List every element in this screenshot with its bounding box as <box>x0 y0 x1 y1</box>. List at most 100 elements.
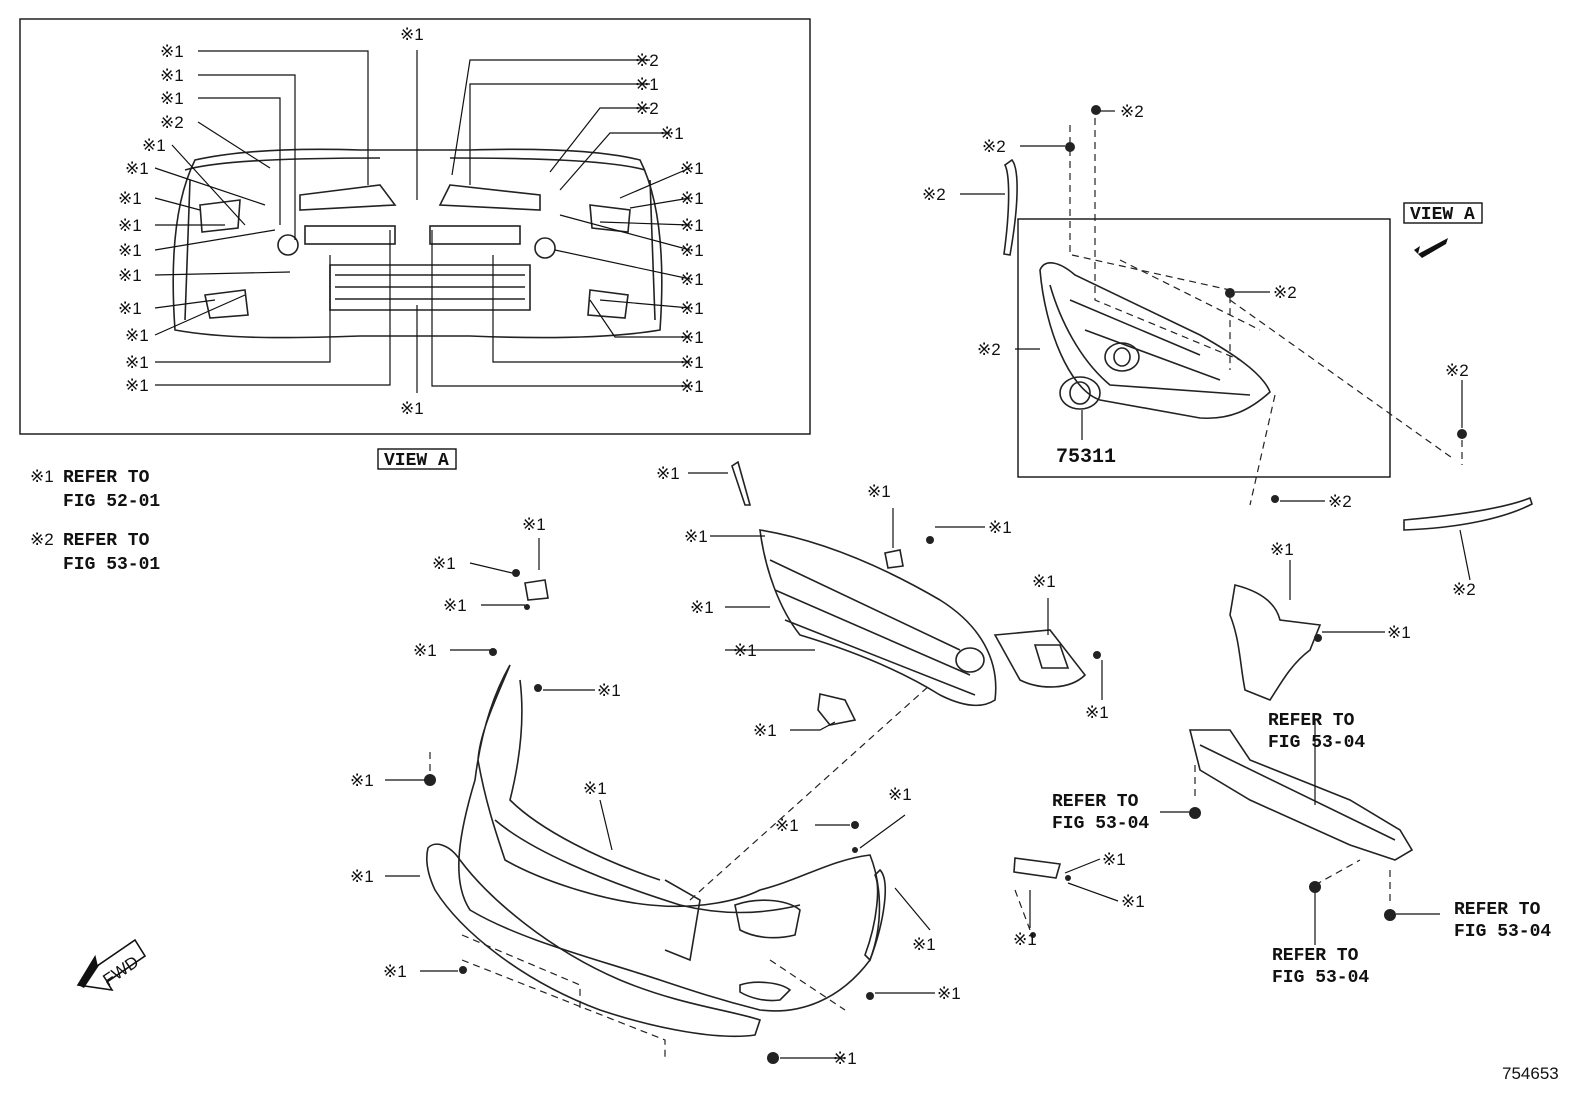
callout-label: ※1 <box>522 515 546 534</box>
inset-label: ※1 <box>680 299 704 318</box>
callout-label: ※1 <box>350 771 374 790</box>
inset-label: ※2 <box>160 113 184 132</box>
bumper-lower-spoiler <box>426 843 762 1038</box>
svg-text:REFER TO: REFER TO <box>1272 946 1359 966</box>
inset-label: ※1 <box>118 241 142 260</box>
view-a-label: VIEW A <box>384 451 449 471</box>
callout-label: ※1 <box>867 482 891 501</box>
callout-label: ※2 <box>1328 492 1352 511</box>
callout-label: ※1 <box>1387 623 1411 642</box>
bumper-labels: ※1 ※1 ※1 ※1 ※1 ※1 ※1 ※1 ※1 ※1 ※1 ※1 ※1 ※… <box>350 464 1411 1068</box>
callout-label: ※1 <box>690 598 714 617</box>
inset-label: ※1 <box>680 353 704 372</box>
callout-label: ※2 <box>1120 102 1144 121</box>
clip <box>1457 429 1467 439</box>
callout-label: ※1 <box>1121 892 1145 911</box>
main-leaders <box>385 472 1440 1059</box>
callout-label: ※1 <box>1102 850 1126 869</box>
callout-label: ※1 <box>912 935 936 954</box>
inset-label: ※1 <box>118 216 142 235</box>
refer-fig-53-04-a: REFER TO FIG 53-04 <box>1268 711 1365 753</box>
legend: ※1 REFER TO FIG 52-01 ※2 REFER TO FIG 53… <box>30 467 160 575</box>
legend-note-1-line-1: REFER TO <box>63 468 150 488</box>
inset-label: ※1 <box>400 25 424 44</box>
callout-label: ※2 <box>1452 580 1476 599</box>
inset-label: ※1 <box>118 189 142 208</box>
grille-dashed <box>1069 118 1463 506</box>
callout-label: ※1 <box>1085 703 1109 722</box>
inset-label: ※2 <box>635 99 659 118</box>
callout-label: ※1 <box>413 641 437 660</box>
callout-label: ※1 <box>597 681 621 700</box>
inset-label: ※1 <box>680 189 704 208</box>
callout-label: ※1 <box>937 984 961 1003</box>
inset-label: ※2 <box>635 51 659 70</box>
refer-fig-53-04-d: REFER TO FIG 53-04 <box>1272 946 1369 988</box>
clip <box>1271 495 1279 503</box>
inset-label: ※1 <box>680 270 704 289</box>
callout-label: ※1 <box>350 867 374 886</box>
inset-label: ※1 <box>160 89 184 108</box>
refer-fig-53-04-b: REFER TO FIG 53-04 <box>1052 792 1149 834</box>
callout-label: ※1 <box>432 554 456 573</box>
callout-label: ※1 <box>1270 540 1294 559</box>
callout-label: ※1 <box>583 779 607 798</box>
inset-bumper-drawing <box>172 148 663 339</box>
svg-text:FIG 53-04: FIG 53-04 <box>1454 922 1551 942</box>
inset-label: ※1 <box>118 299 142 318</box>
inset-label: ※1 <box>142 136 166 155</box>
inset-label: ※1 <box>680 159 704 178</box>
callout-label: ※1 <box>656 464 680 483</box>
inset-label: ※1 <box>160 66 184 85</box>
svg-text:FIG 53-04: FIG 53-04 <box>1268 733 1365 753</box>
callout-label: ※1 <box>383 962 407 981</box>
main-fasteners <box>424 536 1396 1064</box>
legend-mark-2: ※2 <box>30 530 54 549</box>
small-parts <box>524 460 1062 879</box>
legend-note-2-line-1: REFER TO <box>63 531 150 551</box>
callout-label: ※1 <box>988 518 1012 537</box>
legend-note-1-line-2: FIG 52-01 <box>63 492 160 512</box>
callout-label: ※2 <box>982 137 1006 156</box>
clip <box>1091 105 1101 115</box>
inset-label: ※1 <box>125 353 149 372</box>
part-number: 75311 <box>1056 446 1116 469</box>
clip <box>1065 142 1075 152</box>
callout-label: ※2 <box>922 185 946 204</box>
inset-right-labels: ※2 ※1 ※2 ※1 ※1 ※1 ※1 ※1 ※1 ※1 ※1 ※1 ※1 <box>635 51 704 396</box>
inset-label: ※1 <box>660 124 684 143</box>
view-a-tag-main: VIEW A <box>1403 202 1483 258</box>
inset-label: ※1 <box>160 42 184 61</box>
main-dashed <box>429 684 1391 1060</box>
legend-note-2-line-2: FIG 53-01 <box>63 555 160 575</box>
callout-label: ※1 <box>443 596 467 615</box>
svg-text:REFER TO: REFER TO <box>1268 711 1355 731</box>
callout-label: ※2 <box>977 340 1001 359</box>
view-a-tag-inset: VIEW A <box>377 448 457 471</box>
inset-label: ※1 <box>400 399 424 418</box>
inset-left-labels: ※1 ※1 ※1 ※2 ※1 ※1 ※1 ※1 ※1 ※1 ※1 ※1 ※1 ※… <box>118 25 424 418</box>
clip <box>1225 288 1235 298</box>
inset-label: ※1 <box>635 75 659 94</box>
inset-leaders <box>154 50 691 393</box>
svg-text:FIG 53-04: FIG 53-04 <box>1052 814 1149 834</box>
callout-label: ※1 <box>1032 572 1056 591</box>
grille-molding-upper <box>1003 158 1018 256</box>
svg-text:REFER TO: REFER TO <box>1454 900 1541 920</box>
refer-fig-53-04-c: REFER TO FIG 53-04 <box>1454 900 1551 942</box>
callout-label: ※1 <box>833 1049 857 1068</box>
inset-label: ※1 <box>680 216 704 235</box>
grille-leaders <box>960 110 1471 581</box>
inset-label: ※1 <box>680 377 704 396</box>
legend-mark-1: ※1 <box>30 467 54 486</box>
callout-label: ※2 <box>1445 361 1469 380</box>
grille-labels: ※2 ※2 ※2 ※2 ※2 ※2 ※2 ※2 <box>922 102 1476 599</box>
fwd-arrow-icon: FWD <box>76 938 147 992</box>
lower-grille <box>759 529 997 707</box>
grille-molding-lower <box>1403 496 1533 531</box>
callout-label: ※1 <box>753 721 777 740</box>
svg-text:FIG 53-04: FIG 53-04 <box>1272 968 1369 988</box>
callout-label: ※1 <box>775 816 799 835</box>
callout-label: ※1 <box>888 785 912 804</box>
